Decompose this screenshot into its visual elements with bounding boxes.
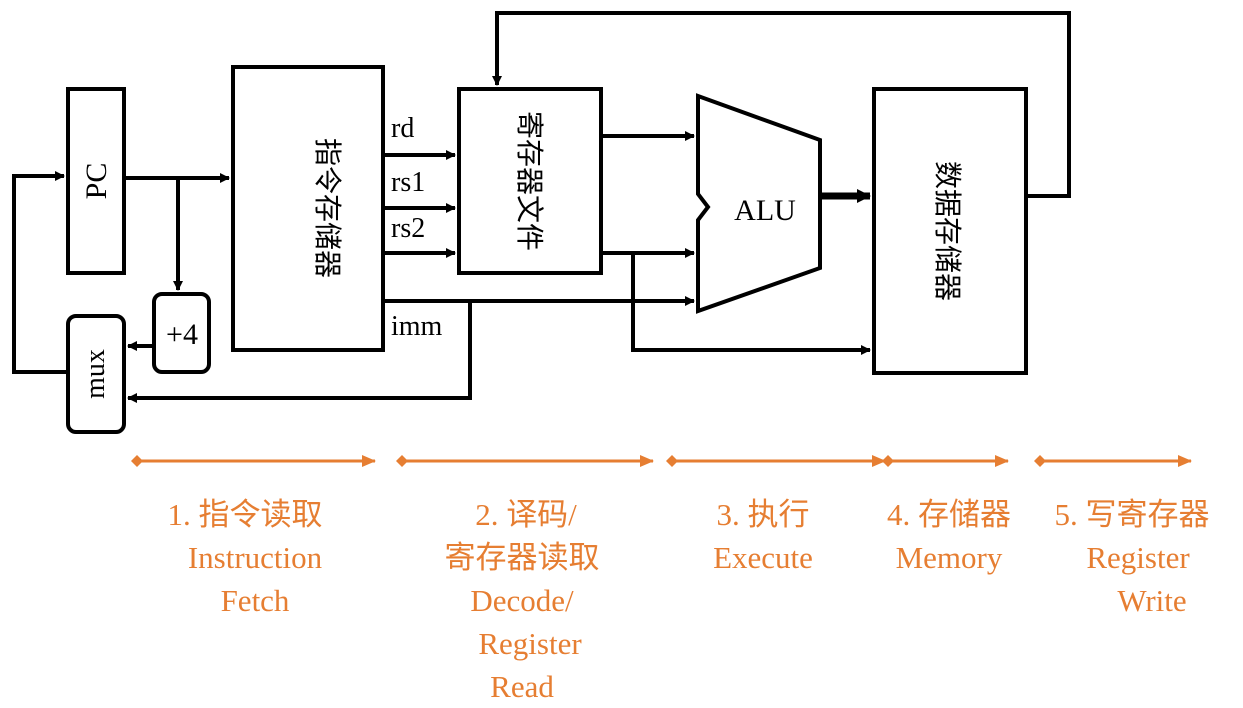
stage-4-label: 4. 存储器 Memory [866,493,1032,579]
stage-2-en-line3: Read [490,669,554,704]
pc-register: PC [66,87,126,275]
register-file-label: 寄存器文件 [513,111,545,251]
alu-label: ALU [734,194,796,227]
stage-4-en: Memory [895,540,1003,575]
stage-5-en-line2: Write [1117,583,1187,618]
stage-3-zh: 3. 执行 [716,497,810,532]
pc-label: PC [80,163,113,200]
stage-1-label: 1. 指令读取 Instruction Fetch [140,493,350,622]
stage-2-en-line2: Register [478,626,582,661]
instruction-memory: 指令存储器 [231,65,385,352]
adder-plus4: +4 [152,292,211,374]
register-file: 寄存器文件 [457,87,603,275]
wires [12,11,1071,403]
stage-2-en-line1: Decode/ [470,583,574,618]
data-memory: 数据存储器 [872,87,1028,375]
stage-5-en-line1: Register [1086,540,1190,575]
mux-label: mux [80,349,111,399]
signal-rs2-label: rs2 [391,213,425,244]
data-memory-label: 数据存储器 [931,161,963,301]
stage-2-zh-line1: 2. 译码/ [475,497,577,532]
stage-2-zh-line2: 寄存器读取 [444,540,600,575]
stage-4-zh: 4. 存储器 [887,497,1011,532]
stage-1-en-line2: Fetch [220,583,290,618]
stage-5-label: 5. 写寄存器 Register Write [1032,493,1232,622]
instruction-memory-label: 指令存储器 [311,138,343,278]
stage-1-zh: 1. 指令读取 [167,497,323,532]
stage-2-label: 2. 译码/ 寄存器读取 Decode/ Register Read [412,493,632,708]
alu: ALU [696,93,822,314]
stage-3-label: 3. 执行 Execute [688,493,838,579]
signal-rs1-label: rs1 [391,167,425,198]
stage-3-en: Execute [713,540,813,575]
stage-1-en-line1: Instruction [187,540,323,575]
signal-rd-label: rd [391,113,414,144]
signal-imm-label: imm [391,311,443,342]
adder-label: +4 [166,318,198,351]
mux: mux [66,314,126,434]
stage-5-zh: 5. 写寄存器 [1054,497,1210,532]
